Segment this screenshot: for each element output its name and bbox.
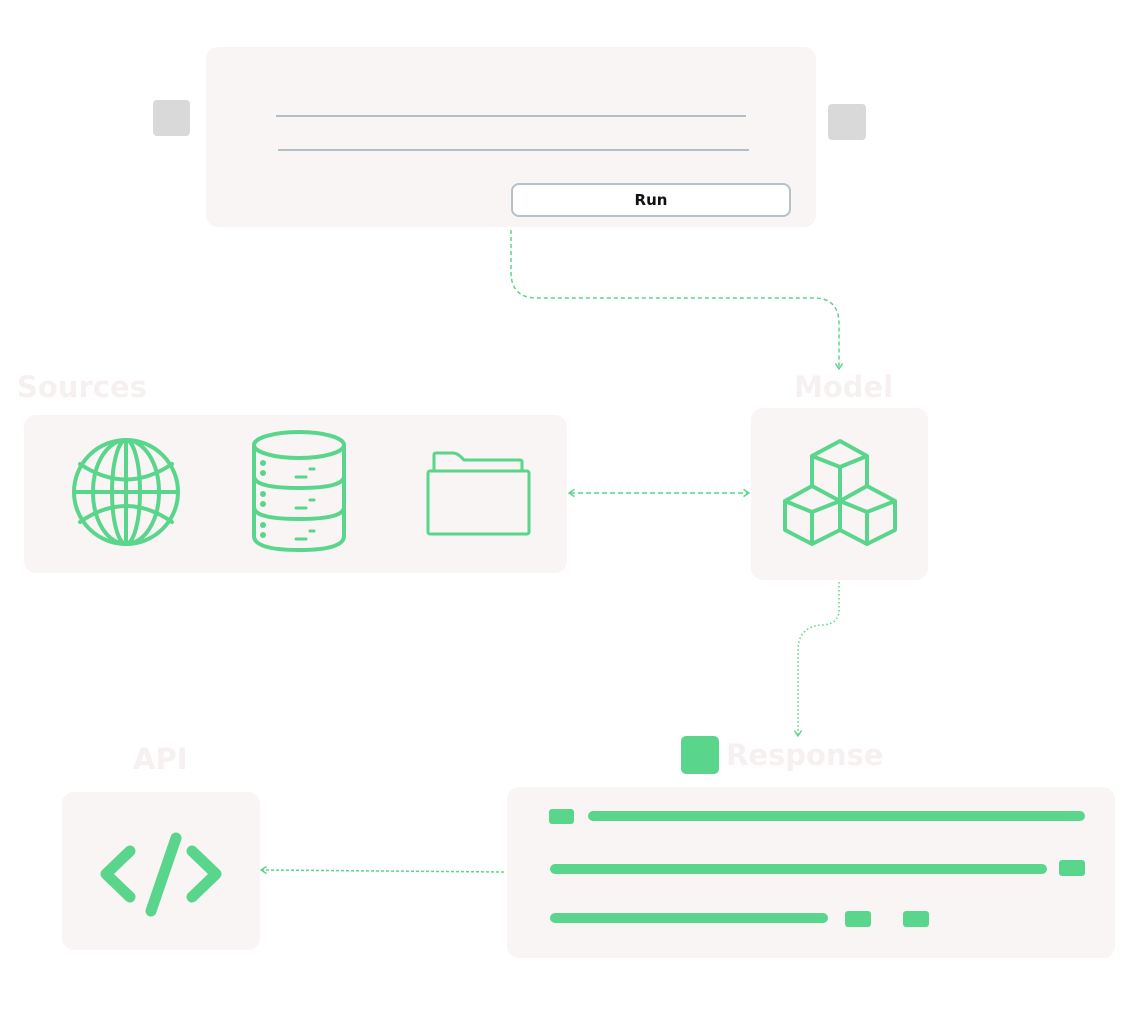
connector-input-to-model (510, 230, 844, 371)
response-line-2 (550, 864, 1047, 874)
response-line-1 (588, 811, 1085, 821)
response-line-3 (550, 913, 828, 923)
sources-label: Sources (17, 370, 147, 404)
connector-model-to-response (793, 582, 840, 738)
input-line-1[interactable] (276, 115, 746, 117)
response-token (845, 911, 871, 927)
folder-icon (426, 451, 531, 536)
response-indicator (681, 736, 719, 774)
left-handle[interactable] (153, 100, 190, 136)
response-label: Response (726, 738, 884, 772)
globe-icon (72, 438, 180, 546)
response-token (903, 911, 929, 927)
code-icon (100, 832, 222, 917)
input-line-2[interactable] (278, 149, 749, 151)
right-handle[interactable] (828, 104, 866, 140)
cubes-icon (783, 439, 897, 546)
model-label: Model (794, 370, 894, 404)
response-token (549, 809, 574, 824)
api-label: API (133, 742, 188, 776)
connector-response-to-api (259, 865, 505, 875)
response-token (1059, 860, 1085, 876)
database-icon (252, 430, 346, 552)
run-button[interactable]: Run (511, 183, 791, 217)
